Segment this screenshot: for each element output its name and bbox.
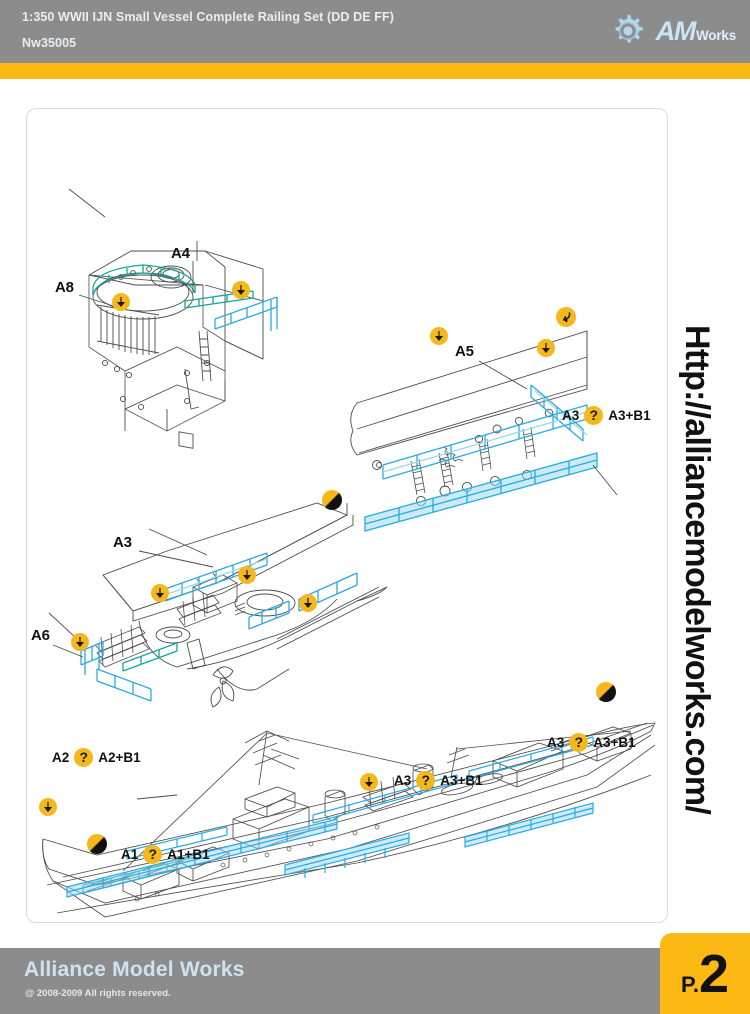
- page-number-text: P. 2: [681, 947, 729, 1001]
- arrow-down-badge: [238, 566, 256, 584]
- label-a4: A4: [171, 245, 190, 262]
- arrow-down-badge: [71, 633, 89, 651]
- label-a5: A5: [455, 343, 474, 360]
- question-badge: ?: [143, 845, 163, 864]
- arrow-down-badge: [299, 594, 317, 612]
- stern-deck-diagram: [94, 502, 388, 708]
- callout-right-label: A2+B1: [98, 750, 141, 765]
- callout-leader-lines: [48, 188, 208, 800]
- page-number: 2: [698, 943, 729, 1004]
- callout-left-label: A3: [562, 408, 580, 423]
- arrow-down-badge: [360, 773, 378, 791]
- product-title: 1:350 WWII IJN Small Vessel Complete Rai…: [22, 10, 394, 24]
- callout-right-label: A3+B1: [608, 408, 651, 423]
- brand-logo: AM Works: [607, 10, 736, 52]
- arrow-down-badge: [151, 584, 169, 602]
- curved-arrow-badge: [556, 307, 576, 327]
- page-footer: Alliance Model Works @ 2008-2009 All rig…: [0, 948, 750, 1014]
- page-header: 1:350 WWII IJN Small Vessel Complete Rai…: [0, 0, 750, 63]
- question-badge: ?: [416, 771, 436, 790]
- half-circle-badge: [596, 682, 616, 702]
- part-callout-a3-midship: A3 ? A3+B1: [394, 771, 483, 790]
- callout-right-label: A1+B1: [167, 847, 210, 862]
- question-badge: ?: [584, 406, 604, 425]
- arrow-down-badge: [537, 339, 555, 357]
- label-a3-stern: A3: [113, 534, 132, 551]
- website-url: Http://alliancemodelworks.com/: [678, 325, 716, 815]
- detached-railing-strips: [66, 802, 594, 898]
- header-accent-bar: [0, 63, 750, 79]
- assembly-diagrams: [42, 188, 656, 918]
- half-circle-badge: [87, 834, 107, 854]
- question-badge: ?: [569, 733, 589, 752]
- question-badge: ?: [74, 748, 94, 767]
- arrow-down-badge: [232, 281, 250, 299]
- arrow-down-badge: [430, 327, 448, 345]
- hull-side-railing-parts: [364, 384, 598, 532]
- diagram-panel: A8 A4 A5 A3 A6: [26, 108, 668, 923]
- callout-left-label: A1: [121, 847, 139, 862]
- company-name: Alliance Model Works: [24, 958, 245, 981]
- callout-left-label: A2: [52, 750, 70, 765]
- part-callout-a3-stern-ship: A3 ? A3+B1: [547, 733, 636, 752]
- half-circle-badge: [322, 490, 342, 510]
- hull-side-diagram: [350, 330, 588, 507]
- part-callout-a1: A1 ? A1+B1: [121, 845, 210, 864]
- part-callout-a2: A2 ? A2+B1: [52, 748, 141, 767]
- logo-am-text: AM: [655, 15, 697, 46]
- bridge-railing-parts: [92, 264, 278, 331]
- page-number-badge: P. 2: [660, 933, 750, 1014]
- callout-right-label: A3+B1: [593, 735, 636, 750]
- page-prefix: P.: [681, 971, 699, 997]
- copyright-text: @ 2008-2009 All rights reserved.: [25, 988, 171, 999]
- product-sku: Nw35005: [22, 36, 77, 50]
- gear-icon: [607, 10, 649, 52]
- callout-left-label: A3: [547, 735, 565, 750]
- label-a8: A8: [55, 279, 74, 296]
- callout-right-label: A3+B1: [440, 773, 483, 788]
- arrow-down-badge: [112, 293, 130, 311]
- logo-works-text: Works: [695, 27, 736, 43]
- part-callout-a3-hull: A3 ? A3+B1: [562, 406, 651, 425]
- callout-left-label: A3: [394, 773, 412, 788]
- arrow-down-badge: [39, 798, 57, 816]
- label-a6: A6: [31, 627, 50, 644]
- stern-deck-railing-parts: [80, 552, 358, 702]
- logo-wordmark: AM Works: [656, 16, 736, 47]
- leader-line: [592, 464, 618, 496]
